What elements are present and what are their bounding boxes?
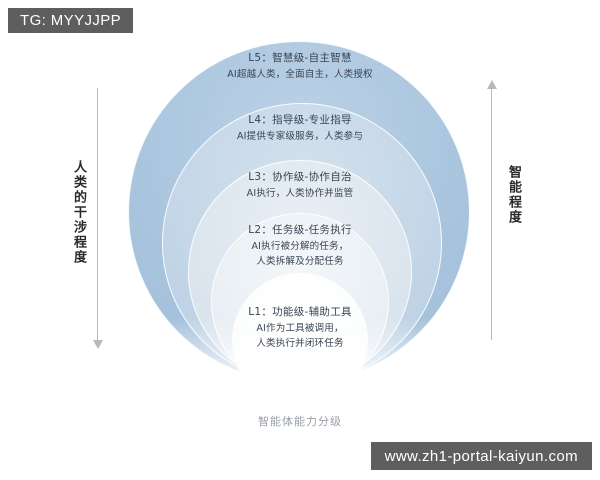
level-desc-line: AI执行被分解的任务， — [251, 241, 349, 253]
right-axis-line — [491, 88, 492, 340]
level-desc-l5: AI超越人类，全面自主，人类授权 — [150, 68, 450, 83]
level-desc-l1: AI作为工具被调用， 人类执行并闭环任务 — [150, 322, 450, 351]
level-label-l3: L3：协作级-协作自治 AI执行，人类协作并监管 — [150, 169, 450, 202]
watermark-bottom-right: www.zh1-portal-kaiyun.com — [370, 442, 592, 470]
arrow-up-icon — [487, 80, 497, 89]
level-desc-line: AI作为工具被调用， — [256, 323, 344, 335]
level-title-l2: L2：任务级-任务执行 — [248, 224, 352, 236]
right-axis-label: 智能程度 — [505, 165, 521, 225]
level-desc-line: AI超越人类，全面自主，人类授权 — [227, 69, 373, 81]
level-desc-line: 人类拆解及分配任务 — [256, 255, 344, 267]
level-desc-l4: AI提供专家级服务，人类参与 — [150, 130, 450, 145]
level-label-l1: L1：功能级-辅助工具 AI作为工具被调用， 人类执行并闭环任务 — [150, 304, 450, 352]
level-desc-line: AI提供专家级服务，人类参与 — [236, 131, 364, 143]
diagram-caption: 智能体能力分级 — [258, 415, 342, 428]
level-desc-l2: AI执行被分解的任务， 人类拆解及分配任务 — [150, 240, 450, 269]
left-axis-line — [97, 88, 98, 340]
level-label-l4: L4：指导级-专业指导 AI提供专家级服务，人类参与 — [150, 112, 450, 145]
left-axis-label: 人类的干涉程度 — [70, 160, 86, 265]
level-title-l4: L4：指导级-专业指导 — [248, 114, 352, 126]
level-desc-line: 人类执行并闭环任务 — [256, 337, 344, 349]
arrow-down-icon — [93, 340, 103, 349]
watermark-top-left: TG: MYYJJPP — [8, 8, 134, 33]
level-title-l1: L1：功能级-辅助工具 — [248, 306, 352, 318]
level-label-l2: L2：任务级-任务执行 AI执行被分解的任务， 人类拆解及分配任务 — [150, 222, 450, 270]
level-desc-line: AI执行，人类协作并监管 — [246, 188, 354, 200]
level-title-l3: L3：协作级-协作自治 — [248, 171, 352, 183]
level-label-l5: L5：智慧级-自主智慧 AI超越人类，全面自主，人类授权 — [150, 50, 450, 83]
level-title-l5: L5：智慧级-自主智慧 — [248, 52, 352, 64]
level-desc-l3: AI执行，人类协作并监管 — [150, 187, 450, 202]
